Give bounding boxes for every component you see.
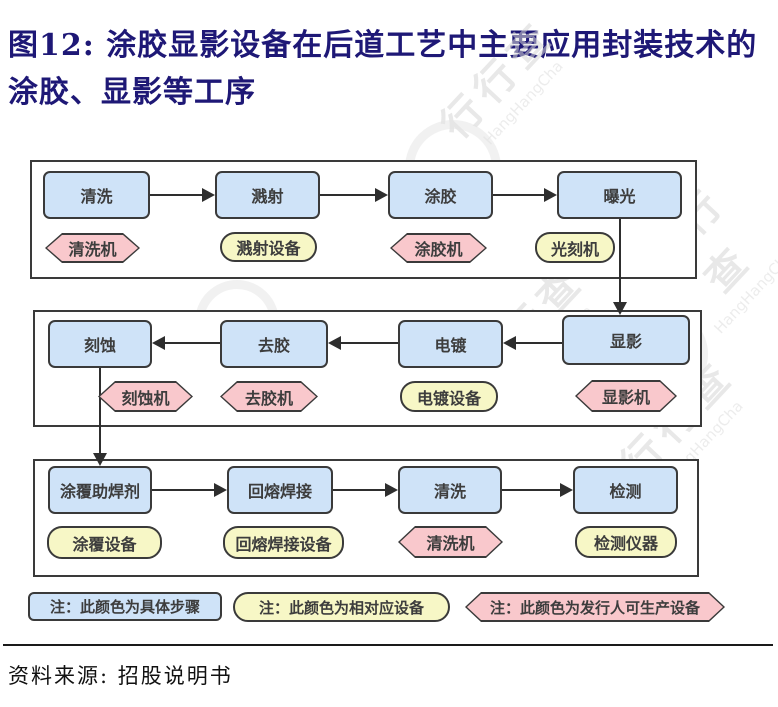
step-label: 检测 <box>609 482 642 501</box>
flow-arrow <box>333 483 398 497</box>
equipment-label: 显影机 <box>601 388 650 407</box>
equipment-badge: 溅射设备 <box>220 232 317 262</box>
flow-arrow <box>502 483 573 497</box>
step-label: 电镀 <box>434 336 467 355</box>
step-box-jiance: 检测 <box>573 466 678 514</box>
equipment-label: 涂覆设备 <box>72 534 137 554</box>
figure-title: 图12: 涂胶显影设备在后道工艺中主要应用封装技术的 涂胶、显影等工序 <box>8 22 774 116</box>
equipment-badge-issuer: 显影机 <box>575 380 677 412</box>
step-box-baoguang: 曝光 <box>557 171 682 219</box>
flow-arrow-down <box>613 219 627 315</box>
arrowhead-down-icon <box>93 453 107 466</box>
flow-arrow <box>152 336 220 350</box>
flow-arrow <box>493 188 557 202</box>
flow-arrow <box>328 336 398 350</box>
step-label: 刻蚀 <box>83 336 116 355</box>
step-label: 曝光 <box>603 187 636 206</box>
equipment-badge-issuer: 清洗机 <box>45 233 140 263</box>
equipment-badge-issuer: 涂胶机 <box>390 233 487 263</box>
footer-divider <box>3 644 773 646</box>
equipment-label: 刻蚀机 <box>121 388 170 408</box>
equipment-label: 清洗机 <box>426 534 475 553</box>
equipment-label: 电镀设备 <box>416 388 481 408</box>
flow-arrow <box>320 188 388 202</box>
step-box-qujiao: 去胶 <box>220 320 328 368</box>
step-label: 涂覆助焊剂 <box>59 482 140 501</box>
flow-arrow <box>503 336 562 350</box>
step-label: 回熔焊接 <box>247 482 312 501</box>
arrowhead-right-icon <box>544 188 557 202</box>
equipment-badge-issuer: 刻蚀机 <box>98 381 193 412</box>
equipment-badge-issuer: 清洗机 <box>398 526 503 558</box>
step-label: 显影 <box>609 332 642 351</box>
legend-issuer-label: 注：此颜色为发行人可生产设备 <box>489 598 700 617</box>
equipment-label: 回熔焊接设备 <box>235 534 332 554</box>
flow-arrow-down <box>93 366 107 466</box>
step-box-jianshe: 溅射 <box>215 171 320 219</box>
figure-title-line1: 图12: 涂胶显影设备在后道工艺中主要应用封装技术的 <box>8 28 758 63</box>
flow-arrow <box>150 188 215 202</box>
step-label: 溅射 <box>251 187 284 206</box>
equipment-label: 溅射设备 <box>236 239 301 258</box>
equipment-badge: 涂覆设备 <box>47 526 162 559</box>
equipment-badge: 检测仪器 <box>575 526 677 558</box>
arrowhead-right-icon <box>214 483 227 497</box>
step-label: 清洗 <box>80 187 113 206</box>
step-label: 清洗 <box>433 482 466 501</box>
step-box-keshi: 刻蚀 <box>48 320 152 368</box>
step-label: 去胶 <box>257 336 290 355</box>
arrowhead-down-icon <box>613 302 627 315</box>
arrowhead-left-icon <box>328 336 341 350</box>
arrowhead-right-icon <box>385 483 398 497</box>
equipment-badge-issuer: 去胶机 <box>220 381 318 412</box>
arrowhead-right-icon <box>375 188 388 202</box>
step-box-tujiao: 涂胶 <box>388 171 493 219</box>
legend-issuer: 注：此颜色为发行人可生产设备 <box>465 592 725 622</box>
arrowhead-right-icon <box>202 188 215 202</box>
equipment-badge: 电镀设备 <box>400 381 498 412</box>
legend-step: 注：此颜色为具体步骤 <box>28 592 222 621</box>
step-box-diandu: 电镀 <box>398 320 503 368</box>
equipment-label: 光刻机 <box>550 239 599 259</box>
legend-step-label: 注：此颜色为具体步骤 <box>49 598 200 616</box>
source-note: 资料来源: 招股说明书 <box>8 664 233 688</box>
arrowhead-right-icon <box>560 483 573 497</box>
arrowhead-left-icon <box>503 336 516 350</box>
step-box-huirong: 回熔焊接 <box>227 466 333 514</box>
step-box-qingxi-2: 清洗 <box>398 466 502 514</box>
step-box-xianying: 显影 <box>562 315 690 365</box>
figure-title-line2: 涂胶、显影等工序 <box>8 75 256 110</box>
watermark-en: HangHangCha <box>710 245 778 338</box>
step-label: 涂胶 <box>424 187 457 206</box>
legend-equipment: 注：此颜色为相对应设备 <box>233 592 450 622</box>
equipment-label: 涂胶机 <box>414 240 463 259</box>
equipment-label: 清洗机 <box>68 240 117 259</box>
equipment-badge: 光刻机 <box>535 232 615 263</box>
arrowhead-left-icon <box>152 336 165 350</box>
equipment-badge: 回熔焊接设备 <box>223 526 344 559</box>
flow-arrow <box>152 483 227 497</box>
equipment-label: 去胶机 <box>244 388 293 408</box>
step-box-qingxi-1: 清洗 <box>43 171 150 219</box>
legend-equipment-label: 注：此颜色为相对应设备 <box>258 598 424 617</box>
step-box-tufu: 涂覆助焊剂 <box>48 466 152 514</box>
equipment-label: 检测仪器 <box>593 534 658 553</box>
